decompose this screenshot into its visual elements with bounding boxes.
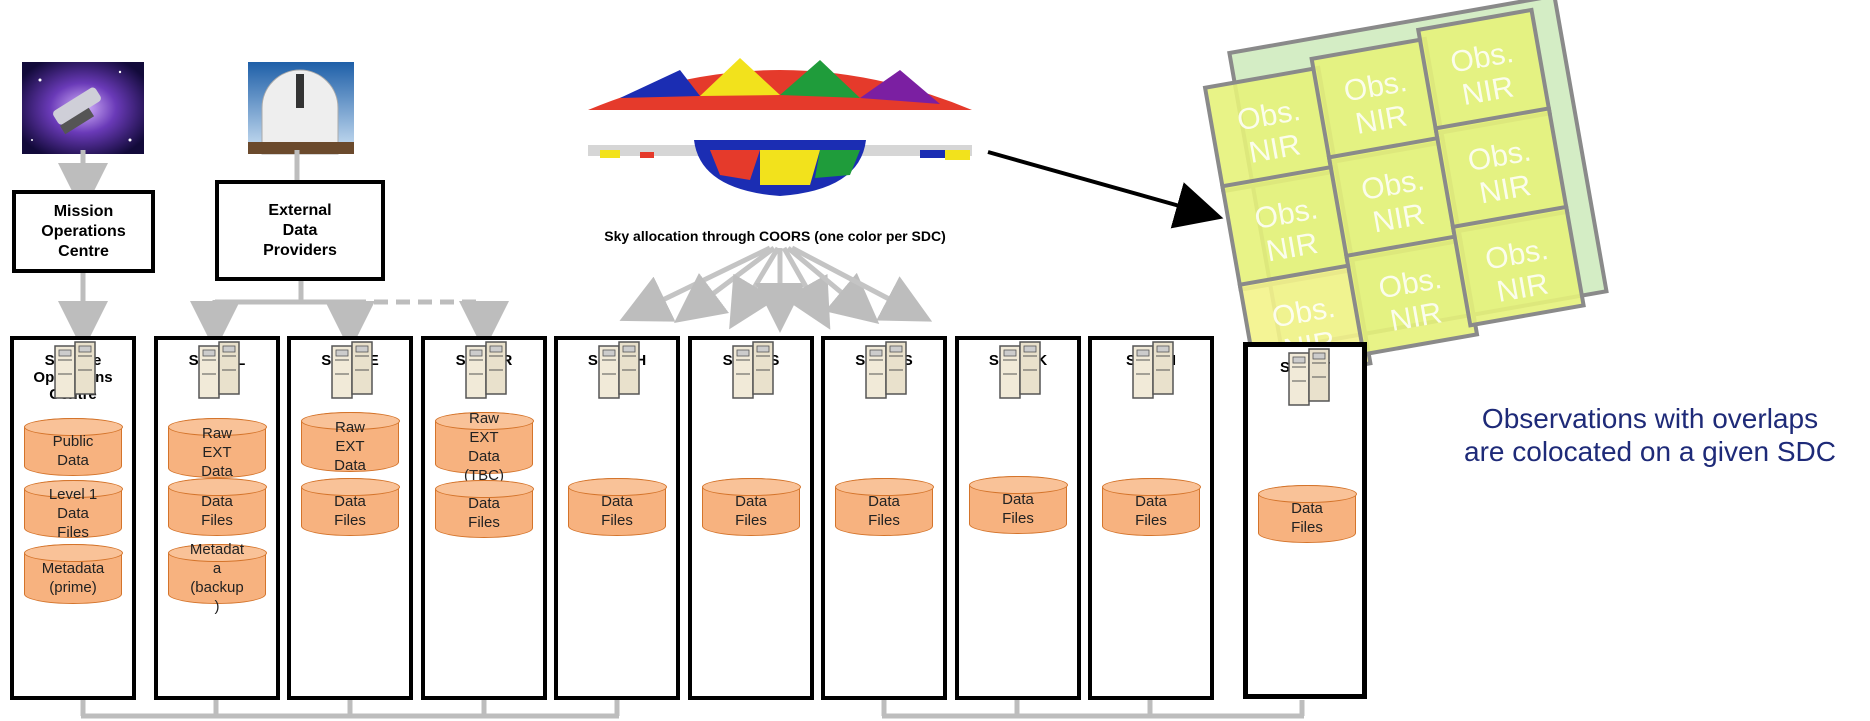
sky-fanout-arrows: [619, 245, 933, 333]
server-icon: [331, 341, 373, 399]
server-icon: [999, 341, 1041, 399]
server-icon: [1132, 341, 1174, 399]
server-icon: [598, 341, 640, 399]
data-centre-column: SDC-FRRaw EXT Data (TBC)Data Files: [421, 336, 547, 700]
data-store-cylinder: Data Files: [701, 477, 801, 536]
data-store-cylinder: Data Files: [968, 475, 1068, 534]
data-centre-column: SDC-UKData Files: [955, 336, 1081, 700]
data-centre-column: SDC-FIData Files: [1088, 336, 1214, 700]
data-store-label: Data Files: [1291, 500, 1323, 536]
mission-operations-centre-box: Mission Operations Centre: [12, 190, 155, 273]
external-data-providers-box: External Data Providers: [215, 180, 385, 281]
data-store-label: Data Files: [334, 493, 366, 529]
data-store-cylinder: Metadata (prime): [23, 543, 123, 604]
data-store-label: Metadata (prime): [41, 560, 105, 596]
data-store-label: Public Data: [52, 433, 94, 469]
data-centre-column: SDC-USData Files: [821, 336, 947, 700]
data-store-label: Data Files: [201, 493, 233, 529]
bottom-bus-left: [80, 700, 620, 719]
data-store-label: Level 1 Data Files: [48, 485, 98, 541]
bottom-bus-right: [881, 700, 1305, 719]
data-store-cylinder: Raw EXT Data: [300, 411, 400, 474]
data-store-cylinder: Data Files: [300, 477, 400, 536]
data-store-label: Data Files: [735, 493, 767, 529]
server-icon: [1288, 348, 1330, 406]
data-store-label: Data Files: [1002, 491, 1034, 527]
data-store-cylinder: Data Files: [567, 477, 667, 536]
data-store-cylinder: Raw EXT Data: [167, 417, 267, 480]
observation-tiles: Obs. NIR Obs. NIR Obs. NIR Obs. NIR Obs.…: [1202, 0, 1609, 386]
data-store-label: Data Files: [1135, 493, 1167, 529]
data-store-cylinder: Public Data: [23, 417, 123, 476]
observations-note: Observations with overlaps are colocated…: [1464, 403, 1836, 467]
server-icon: [865, 341, 907, 399]
data-store-label: Metadat a (backup ): [189, 541, 245, 615]
data-store-cylinder: Data Files: [1257, 484, 1357, 543]
sky-allocation-caption: Sky allocation through COORS (one color …: [604, 228, 946, 244]
data-store-label: Data Files: [601, 493, 633, 529]
data-store-label: Raw EXT Data: [201, 424, 233, 480]
edp-distribution-arrows: [190, 280, 509, 351]
data-centre-column: SDC-ESData Files: [688, 336, 814, 700]
data-store-label: Raw EXT Data: [334, 418, 366, 474]
arrow-sky-to-tiles: [987, 150, 1224, 229]
data-store-cylinder: Data Files: [434, 479, 534, 538]
server-icon: [732, 341, 774, 399]
server-icon: [465, 341, 507, 399]
data-store-cylinder: Data Files: [167, 477, 267, 536]
data-centre-column: SDC-CHData Files: [554, 336, 680, 700]
data-store-cylinder: Level 1 Data Files: [23, 479, 123, 541]
space-telescope-image: [22, 62, 144, 154]
data-store-cylinder: Raw EXT Data (TBC): [434, 410, 534, 484]
data-store-label: Data Files: [868, 493, 900, 529]
sky-allocation-map: [588, 58, 972, 196]
data-store-cylinder: Data Files: [1101, 477, 1201, 536]
data-store-cylinder: Metadat a (backup ): [167, 541, 267, 615]
moc-label: Mission Operations Centre: [41, 202, 126, 260]
data-centre-column: SDC-ITData Files: [1243, 342, 1367, 699]
edp-label: External Data Providers: [263, 201, 337, 259]
data-store-label: Raw EXT Data (TBC): [464, 410, 504, 484]
observatory-image: [248, 62, 354, 155]
data-store-cylinder: Data Files: [834, 477, 934, 536]
data-centre-column: Science Operations CentrePublic DataLeve…: [10, 336, 136, 700]
server-icon: [54, 341, 96, 399]
server-icon: [198, 341, 240, 399]
data-store-label: Data Files: [468, 495, 500, 531]
